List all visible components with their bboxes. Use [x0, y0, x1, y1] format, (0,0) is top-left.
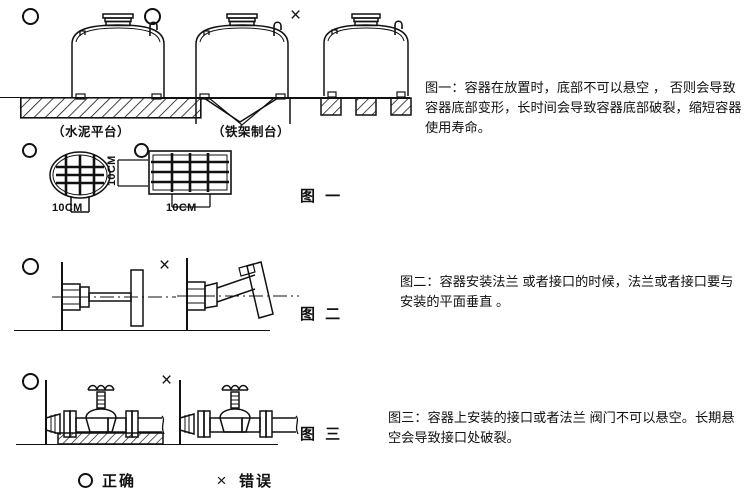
rectangular-grid-top-view: [148, 150, 232, 200]
cross-wrong-icon: ×: [216, 471, 229, 490]
flange-tilted-wrong: [175, 258, 305, 338]
circular-grid-top-view: [43, 150, 117, 216]
concrete-platform-hatched: [20, 97, 202, 119]
circle-correct-icon: [22, 258, 39, 275]
panel-caption-steel-frame: （铁架制台）: [212, 125, 291, 139]
rect-grid-bottom-dimension-bracket: [170, 194, 212, 210]
ground-line-figure-three-right: [148, 444, 278, 446]
circle-correct-icon: [22, 373, 39, 390]
cross-wrong-icon: ×: [158, 255, 171, 276]
circular-grid-dimension: 10CM: [52, 202, 83, 214]
figure-one-label: 图 一: [300, 188, 344, 205]
ground-line-figure-three-left: [16, 444, 206, 446]
cross-wrong-icon: ×: [160, 370, 173, 391]
legend-wrong: × 错误: [215, 470, 273, 491]
figure-two-description: 图二：容器安装法兰 或者接口的时候，法兰或者接口要与安装的平面垂直 。: [400, 274, 734, 309]
ground-line-two: [160, 97, 326, 99]
legend-correct-label: 正确: [102, 473, 137, 490]
ground-line-three: [298, 97, 410, 99]
legend-wrong-label: 错误: [239, 473, 274, 490]
flange-perpendicular-correct: [50, 262, 180, 337]
valve-suspended-wrong: [172, 378, 312, 450]
circle-correct-icon: [78, 473, 93, 488]
tank-on-concrete-platform: [58, 10, 178, 110]
rect-grid-left-dimension-bracket: [117, 158, 150, 188]
circle-correct-icon: [134, 143, 149, 158]
figure-one-description: 图一：容器在放置时，底部不可以悬空 ， 否则会导致容器底部变形，长时间会导致容器…: [425, 80, 742, 135]
figure-three-label: 图 三: [300, 426, 344, 443]
tank-suspended-bottom: [312, 10, 422, 110]
tank-on-steel-frame: [182, 10, 302, 110]
ground-line-one: [0, 97, 215, 98]
figure-three-description: 图三：容器上安装的接口或者法兰 阀门不可以悬空。长期悬空会导致接口处破裂。: [388, 410, 735, 445]
figure-two-label: 图 二: [300, 306, 344, 323]
panel-caption-concrete: （水泥平台）: [52, 125, 131, 139]
circle-correct-icon: [22, 8, 39, 25]
ground-line-figure-two-left: [14, 330, 204, 332]
cross-wrong-icon: ×: [289, 5, 302, 26]
rect-grid-dimension-vertical: 10CM: [106, 155, 118, 186]
legend-correct: 正确: [78, 470, 136, 491]
separate-support-blocks: [320, 97, 420, 117]
steel-frame-support: [178, 97, 308, 126]
rect-grid-dimension-horizontal: 10CM: [166, 202, 197, 214]
circle-correct-icon: [144, 8, 161, 25]
ground-line-figure-two-right: [130, 330, 270, 332]
circle-correct-icon: [22, 143, 37, 158]
